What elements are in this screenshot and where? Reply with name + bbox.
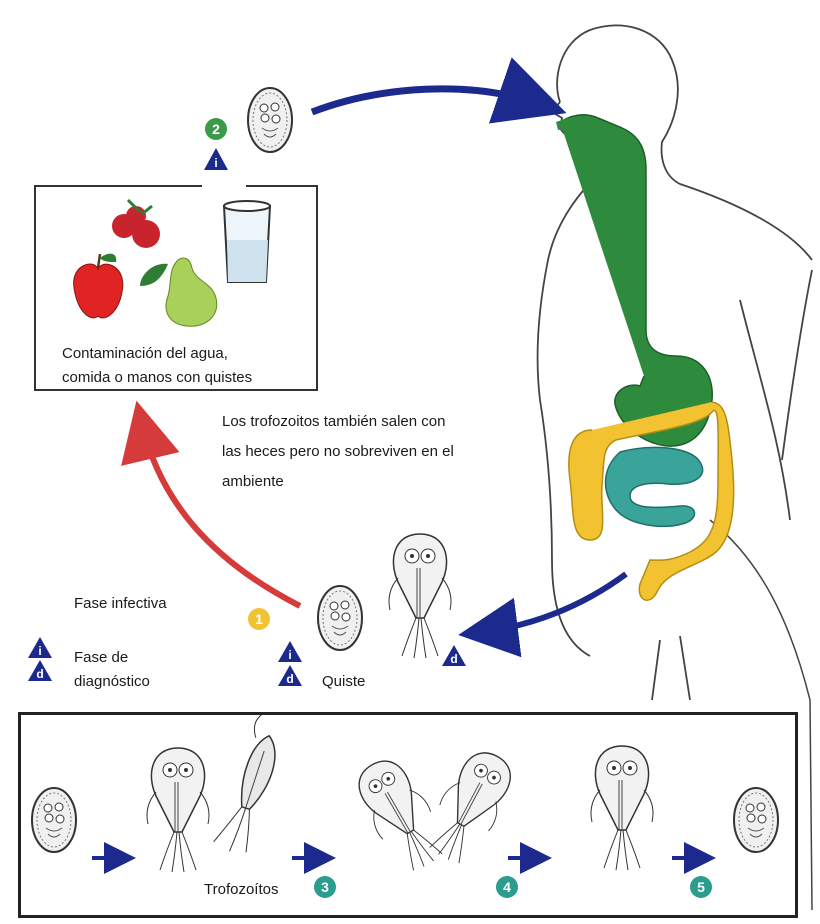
esophagus-and-stomach [556,115,712,446]
cyst-label: Quiste [322,672,365,692]
infective-stage-marker-top: i [204,148,228,170]
life-cycle-box [18,712,798,918]
cyst-infective-letter: i [288,648,291,662]
legend-diagnostic-phase-line-2: diagnóstico [74,672,150,692]
diagnostic-legend-marker: d [28,660,52,681]
trophozoites-note-line-2: las heces pero no sobreviven en el [222,442,454,462]
contamination-line-1: Contaminación del agua, [62,344,228,364]
step-4-badge: 4 [496,876,518,898]
legend-diagnostic-phase-line-1: Fase de [74,648,128,668]
excreted-cyst [318,586,362,650]
excretion-arrow [482,574,626,632]
step-2-badge: 2 [205,118,227,140]
cyst-infective-marker: i [278,641,302,662]
excreted-trophozoite [389,534,451,658]
ingestion-arrow [312,89,540,112]
contamination-line-2: comida o manos con quistes [62,368,252,388]
infective-marker-letter: i [214,156,217,170]
diagnostic-legend-letter: d [36,667,43,681]
step-1-badge: 1 [248,608,270,630]
trophozoites-note-line-1: Los trofozoitos también salen con [222,412,445,432]
cyst-diagnostic-marker: d [278,665,302,686]
trophozoite-diagnostic-marker: d [442,645,466,666]
legend-infective-phase: Fase infectiva [74,594,167,614]
infective-legend-marker: i [28,637,52,658]
trophozoite-diagnostic-letter: d [450,652,457,666]
trophozoites-note-line-3: ambiente [222,472,284,492]
large-intestine [569,402,734,600]
infective-legend-letter: i [38,644,41,658]
trophozoites-label: Trofozoítos [204,880,278,900]
cyst-diagnostic-letter: d [286,672,293,686]
small-intestine [606,447,703,526]
ingested-cyst [248,88,292,152]
step-5-badge: 5 [690,876,712,898]
step-3-badge: 3 [314,876,336,898]
